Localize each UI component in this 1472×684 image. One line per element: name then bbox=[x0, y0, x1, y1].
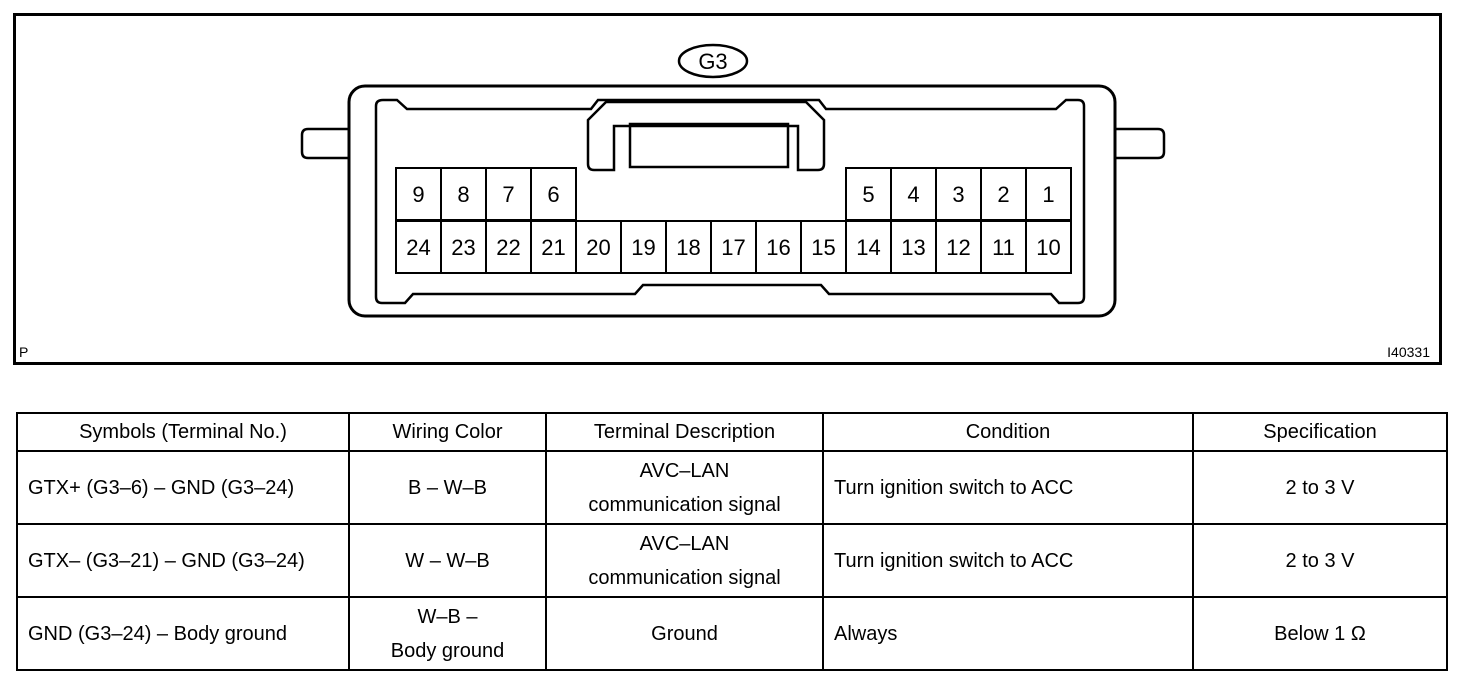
pin-label: 22 bbox=[496, 235, 520, 260]
header-condition: Condition bbox=[822, 412, 1194, 452]
header-symbols: Symbols (Terminal No.) bbox=[16, 412, 350, 452]
cell-symbols: GTX+ (G3–6) – GND (G3–24) bbox=[16, 450, 350, 525]
cell-line: B – W–B bbox=[408, 476, 487, 499]
cell-symbols: GND (G3–24) – Body ground bbox=[16, 596, 350, 671]
pin-label: 7 bbox=[502, 182, 514, 207]
cell-line: W – W–B bbox=[405, 549, 490, 572]
cell-wiring-color: B – W–B bbox=[348, 450, 547, 525]
cell-line: communication signal bbox=[588, 566, 781, 589]
cell-line: Ground bbox=[651, 622, 718, 645]
cell-line: W–B – bbox=[417, 605, 478, 628]
cell-line: AVC–LAN bbox=[639, 459, 730, 482]
cell-terminal-description: AVC–LAN communication signal bbox=[545, 450, 824, 525]
right-ear bbox=[1115, 127, 1166, 160]
pin-label: 4 bbox=[907, 182, 919, 207]
connector-id-label: G3 bbox=[698, 49, 727, 74]
pin-label: 1 bbox=[1042, 182, 1054, 207]
left-ear bbox=[300, 127, 349, 160]
pin-label: 10 bbox=[1036, 235, 1060, 260]
table-row: GTX+ (G3–6) – GND (G3–24) B – W–B AVC–LA… bbox=[16, 450, 1448, 525]
pin-label: 21 bbox=[541, 235, 565, 260]
connector-housing-outer bbox=[347, 84, 1117, 318]
header-wiring-color: Wiring Color bbox=[348, 412, 547, 452]
pin-label: 9 bbox=[412, 182, 424, 207]
pin-label: 15 bbox=[811, 235, 835, 260]
pin-label: 20 bbox=[586, 235, 610, 260]
cell-specification: 2 to 3 V bbox=[1192, 450, 1448, 525]
pin-label: 6 bbox=[547, 182, 559, 207]
cell-symbols: GTX– (G3–21) – GND (G3–24) bbox=[16, 523, 350, 598]
cell-line: communication signal bbox=[588, 493, 781, 516]
pin-label: 24 bbox=[406, 235, 430, 260]
connector-id-ellipse bbox=[677, 43, 749, 79]
cell-terminal-description: Ground bbox=[545, 596, 824, 671]
table-header-row: Symbols (Terminal No.) Wiring Color Term… bbox=[16, 412, 1448, 452]
pin-label: 12 bbox=[946, 235, 970, 260]
terminal-spec-table: Symbols (Terminal No.) Wiring Color Term… bbox=[16, 412, 1448, 671]
cell-wiring-color: W – W–B bbox=[348, 523, 547, 598]
corner-label-left: P bbox=[19, 344, 29, 360]
pin-label: 17 bbox=[721, 235, 745, 260]
pin-label: 14 bbox=[856, 235, 880, 260]
pin-label: 19 bbox=[631, 235, 655, 260]
table-row: GTX– (G3–21) – GND (G3–24) W – W–B AVC–L… bbox=[16, 523, 1448, 598]
pin-label: 16 bbox=[766, 235, 790, 260]
cell-line: Body ground bbox=[390, 639, 505, 662]
header-specification: Specification bbox=[1192, 412, 1448, 452]
cell-condition: Turn ignition switch to ACC bbox=[822, 523, 1194, 598]
cell-terminal-description: AVC–LAN communication signal bbox=[545, 523, 824, 598]
pin-label: 18 bbox=[676, 235, 700, 260]
connector-housing-inner bbox=[374, 98, 1086, 305]
pin-cell bbox=[1025, 220, 1072, 274]
table-row: GND (G3–24) – Body ground W–B – Body grou… bbox=[16, 596, 1448, 671]
connector-latch bbox=[586, 100, 826, 172]
pin-label: 3 bbox=[952, 182, 964, 207]
cell-specification: 2 to 3 V bbox=[1192, 523, 1448, 598]
pin-label: 13 bbox=[901, 235, 925, 260]
cell-wiring-color: W–B – Body ground bbox=[348, 596, 547, 671]
pin-label: 11 bbox=[992, 235, 1015, 260]
cell-line: AVC–LAN bbox=[639, 532, 730, 555]
cell-condition: Turn ignition switch to ACC bbox=[822, 450, 1194, 525]
corner-label-right: I40331 bbox=[1387, 344, 1430, 360]
pin-label: 5 bbox=[862, 182, 874, 207]
pin-label: 8 bbox=[457, 182, 469, 207]
header-terminal-description: Terminal Description bbox=[545, 412, 824, 452]
connector-latch-window bbox=[628, 122, 790, 169]
cell-condition: Always bbox=[822, 596, 1194, 671]
cell-specification: Below 1 Ω bbox=[1192, 596, 1448, 671]
pin-label: 23 bbox=[451, 235, 475, 260]
terminal-spec-table-wrap: Symbols (Terminal No.) Wiring Color Term… bbox=[16, 412, 1448, 671]
pin-label: 2 bbox=[997, 182, 1009, 207]
